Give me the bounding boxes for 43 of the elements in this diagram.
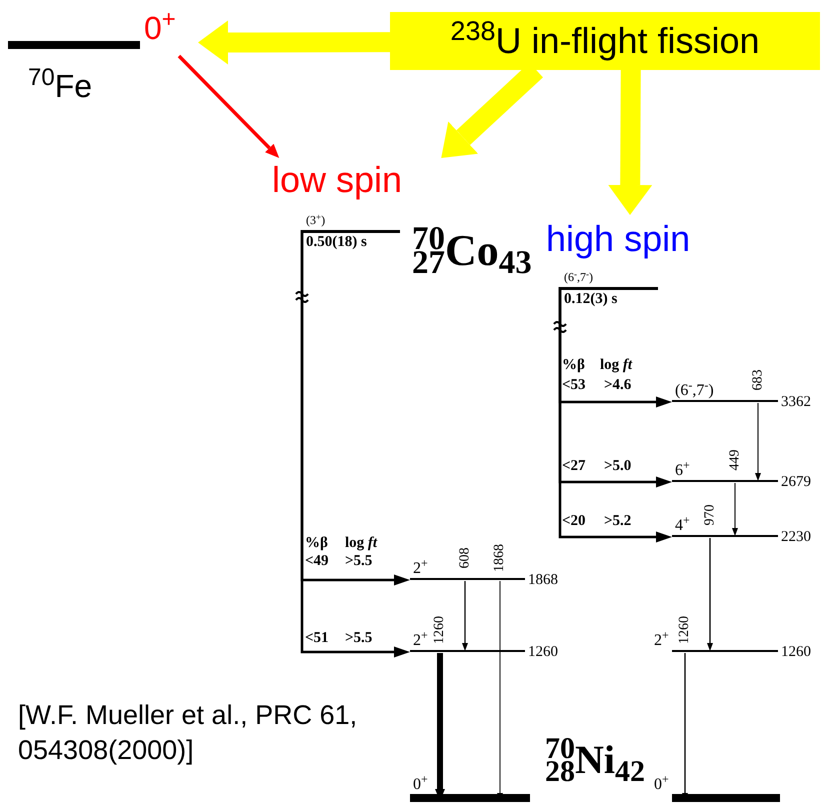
nuclide-label: $^{70}$Fe <box>28 70 92 102</box>
decay-value: log ft <box>600 356 632 374</box>
energy-label: 3362 <box>781 393 811 411</box>
arrow <box>300 230 410 658</box>
block-arrow <box>198 20 390 64</box>
spin-label: low spin <box>272 158 452 202</box>
spin-label: high spin <box>546 215 746 263</box>
decay-value: <20 <box>562 512 586 530</box>
citation: [W.F. Mueller et al., PRC 61, 054308(2000)] <box>18 699 358 768</box>
gamma-energy: 449 <box>728 450 742 470</box>
energy-label: 1260 <box>528 643 558 661</box>
arrow <box>707 538 713 651</box>
decay-value: <27 <box>562 457 586 475</box>
decay-value: %β <box>562 356 585 374</box>
energy-label: 1260 <box>781 643 811 661</box>
arrow <box>732 482 738 536</box>
decay-value: log ft <box>345 534 378 552</box>
energy-label: 2679 <box>781 473 811 491</box>
ground-level: 0$^{+}$ <box>654 776 780 802</box>
source-box: $^{238}$U in-flight fission <box>390 12 820 70</box>
parent-level: (3$^{+}$) 0.50(18) s <box>302 210 400 251</box>
decay-value: >5.5 <box>345 629 372 647</box>
ground-level: 0$^{+}$ <box>410 776 530 802</box>
decay-value: %β <box>305 534 328 552</box>
decay-value: >5.0 <box>604 457 632 475</box>
energy-label: 1868 <box>528 571 558 589</box>
gamma-energy: 683 <box>751 370 765 390</box>
arrow <box>178 54 280 158</box>
parent-level: (6$^{-}$,7$^{-}$) 0.12(3) s <box>560 267 658 308</box>
gamma-energy: 970 <box>703 504 717 526</box>
ground-level: 0$^{+}$ <box>8 8 198 56</box>
decay-value: <49 <box>305 552 329 570</box>
arrow <box>755 402 761 481</box>
block-arrow <box>608 70 652 215</box>
arrow <box>462 581 468 651</box>
energy-label: 2230 <box>781 528 811 546</box>
decay-value: >4.6 <box>604 376 632 394</box>
arrow <box>558 287 672 542</box>
decay-value: >5.5 <box>345 552 372 570</box>
decay-value: <51 <box>305 629 329 647</box>
decay-value: <53 <box>562 376 586 394</box>
decay-value: >5.2 <box>604 512 632 530</box>
gamma-energy: 608 <box>458 548 472 568</box>
